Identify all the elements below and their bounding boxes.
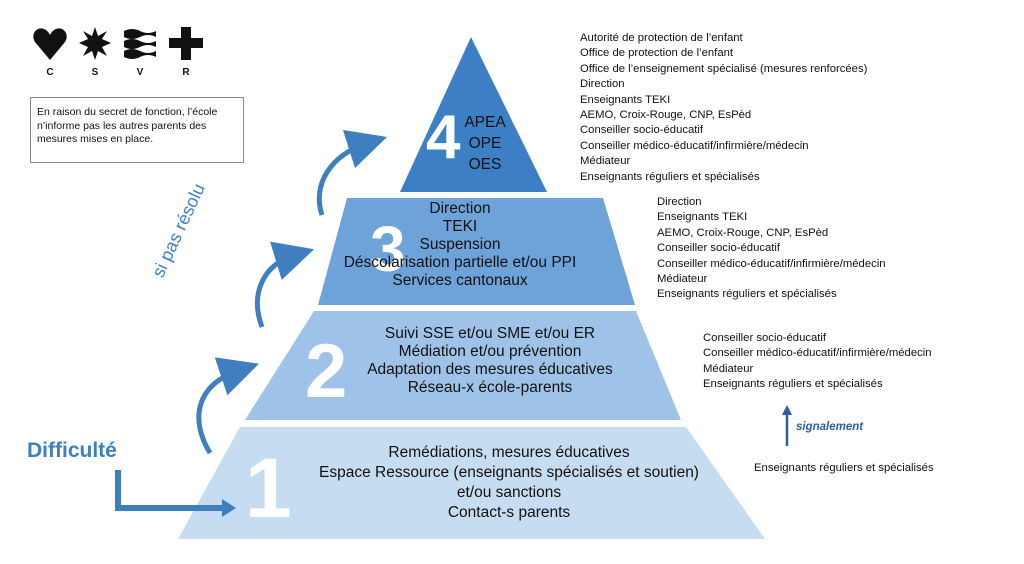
actor-item: Direction (657, 196, 702, 208)
logo-r: R (166, 26, 206, 78)
actor-item: AEMO, Croix-Rouge, CNP, EsPèd (580, 109, 752, 122)
actors-level-2: Conseiller socio-éducatif Conseiller méd… (703, 331, 932, 393)
pyramid-level-4-shape (400, 37, 547, 192)
actor-item: Enseignants réguliers et spécialisés (580, 170, 760, 183)
level-2-line: Médiation et/ou prévention (398, 343, 582, 360)
level-2-number: 2 (305, 329, 348, 414)
actor-item: Conseiller médico-éducatif/infirmière/mé… (580, 139, 809, 152)
level-3-text: Direction TEKI Suspension Déscolarisatio… (320, 200, 600, 290)
difficulte-label: Difficulté (27, 439, 117, 462)
actor-item: Conseiller socio-éducatif (657, 242, 781, 255)
level-2-line: Adaptation des mesures éducatives (367, 361, 613, 378)
actor-item: Médiateur (580, 155, 631, 168)
level-3-line: Déscolarisation partielle et/ou PPI (343, 254, 577, 271)
level-3-line: Services cantonaux (392, 272, 528, 289)
level-3-line: Suspension (419, 236, 501, 253)
level-1-line: et/ou sanctions (456, 484, 562, 501)
level-2-text: Suivi SSE et/ou SME et/ou ER Médiation e… (330, 325, 650, 397)
level-4-line: APEA (464, 114, 506, 131)
signalement-label: signalement (796, 421, 864, 433)
logo-letter-c: C (46, 67, 54, 78)
actors-level-4: Autorité de protection de l’enfant Offic… (580, 31, 867, 185)
escalation-arrow-3-4 (316, 129, 388, 216)
escalation-arrow-1-2 (196, 357, 259, 455)
level-1-number: 1 (245, 441, 292, 535)
actor-item: Enseignants réguliers et spécialisés (703, 378, 883, 391)
actor-item: Conseiller socio-éducatif (703, 332, 827, 344)
logo-letter-v: V (136, 67, 144, 78)
level-1-line: Contact-s parents (447, 504, 571, 521)
actor-item: Conseiller médico-éducatif/infirmière/mé… (703, 347, 932, 360)
actor-item: Enseignants TEKI (657, 211, 748, 224)
waves-icon (124, 29, 156, 59)
logo-letter-s: S (91, 67, 99, 78)
level-2-line: Réseau-x école-parents (407, 379, 573, 396)
actor-item: Conseiller médico-éducatif/infirmière/mé… (657, 257, 886, 270)
level-3-number: 3 (370, 213, 406, 285)
actor-item: AEMO, Croix-Rouge, CNP, EsPèd (657, 226, 829, 239)
escalation-arrow-2-3 (254, 241, 315, 328)
level-1-line: Remédiations, mesures éducatives (388, 444, 630, 461)
logo-v: V (120, 26, 160, 78)
actor-item: Office de l’enseignement spécialisé (mes… (580, 62, 868, 75)
pyramid-level-1-shape (178, 427, 765, 539)
level-3-line: TEKI (442, 218, 478, 235)
level-4-line: OPE (468, 135, 502, 152)
actor-item: Médiateur (657, 273, 708, 286)
secret-note: En raison du secret de fonction, l’école… (30, 97, 244, 163)
level-4-text: APEA OPE OES (455, 112, 515, 175)
level-1-line: Espace Ressource (enseignants spécialisé… (319, 464, 699, 481)
cross-icon (169, 27, 203, 60)
actors-level-3: Direction Enseignants TEKI AEMO, Croix-R… (657, 195, 886, 303)
actor-item: Conseiller socio-éducatif (580, 124, 704, 137)
level-1-text: Remédiations, mesures éducatives Espace … (280, 443, 738, 523)
actor-item: Enseignants TEKI (580, 93, 671, 106)
pyramid-level-2-shape (245, 311, 681, 420)
actor-item: Enseignants réguliers et spécialisés (754, 462, 934, 474)
actor-item: Office de protection de l’enfant (580, 47, 734, 60)
sun-icon (79, 27, 111, 60)
actor-item: Autorité de protection de l’enfant (580, 32, 743, 44)
heart-icon (33, 28, 67, 60)
level-4-number: 4 (426, 103, 461, 172)
logo-letter-r: R (182, 67, 190, 78)
level-4-line: OES (468, 156, 502, 173)
level-2-line: Suivi SSE et/ou SME et/ou ER (384, 325, 596, 342)
actor-item: Direction (580, 78, 625, 91)
logo-s: S (75, 26, 115, 78)
actor-item: Enseignants réguliers et spécialisés (657, 288, 837, 301)
level-3-line: Direction (429, 200, 491, 217)
signalement-arrowhead (782, 405, 792, 415)
pyramid-level-3-shape (318, 198, 635, 305)
logo-c: C (30, 26, 70, 78)
difficulte-arrowhead (222, 499, 236, 517)
actor-item: Médiateur (703, 362, 754, 375)
actors-level-1: Enseignants réguliers et spécialisés (754, 461, 934, 476)
difficulte-arrow (115, 470, 222, 511)
